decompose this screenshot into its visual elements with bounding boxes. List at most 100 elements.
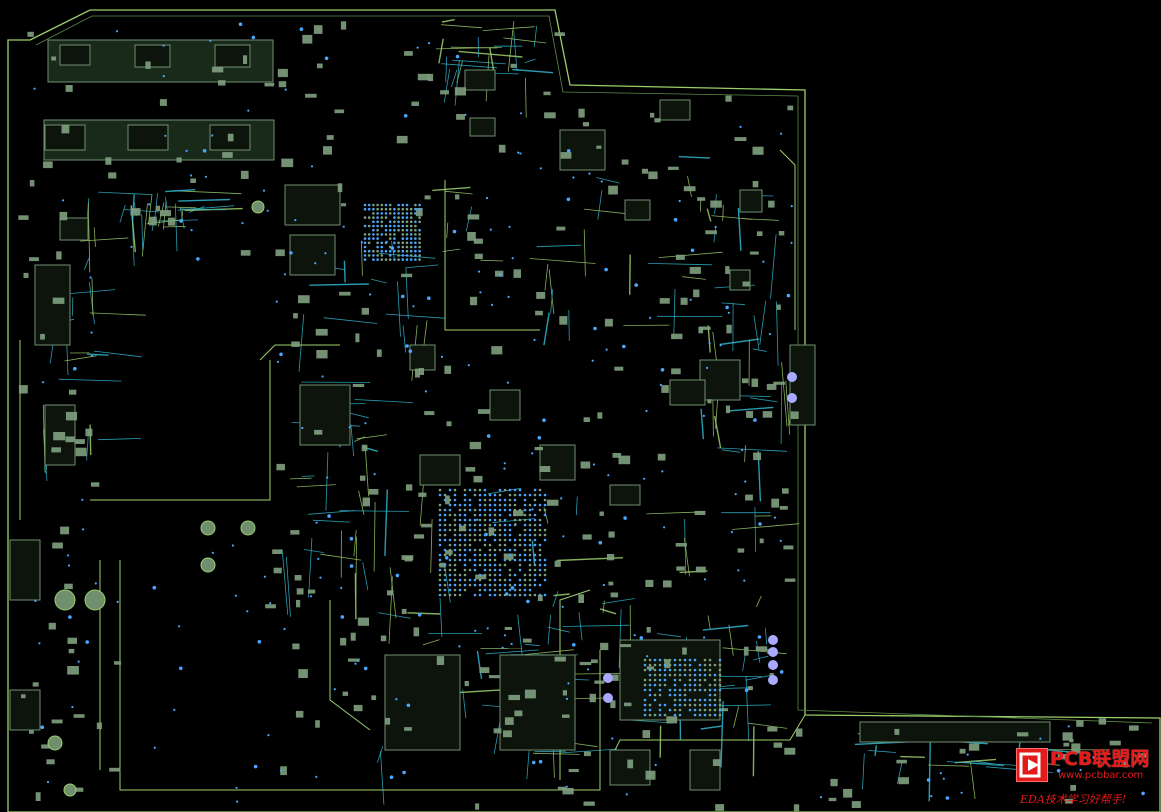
smd-pad <box>290 530 300 535</box>
bga-ball <box>718 663 722 667</box>
bga-ball <box>498 528 502 532</box>
smd-pad <box>281 158 294 168</box>
pcb-trace <box>350 424 355 457</box>
via <box>90 354 93 357</box>
smd-pad <box>579 661 592 666</box>
bga-ball <box>533 523 537 527</box>
bga-ball <box>380 233 384 236</box>
bga-ball <box>363 249 367 253</box>
pcb-trace <box>715 687 753 689</box>
via <box>572 176 575 179</box>
bga-ball <box>678 708 682 712</box>
via <box>67 564 71 567</box>
bga-ball <box>673 698 677 702</box>
bga-ball <box>401 249 405 253</box>
pcb-trace <box>525 77 527 118</box>
bga-ball <box>448 503 452 507</box>
bga-ball <box>678 713 682 717</box>
bga-ball <box>473 578 477 582</box>
via <box>768 332 772 336</box>
bga-ball <box>388 237 392 240</box>
bga-ball <box>438 513 442 517</box>
via <box>600 180 603 183</box>
pcb-trace <box>86 353 109 356</box>
pcb-trace <box>353 530 357 557</box>
bga-ball <box>523 528 527 532</box>
pcb-trace <box>946 761 1005 767</box>
bga-ball <box>448 573 452 577</box>
pcb-trace <box>174 203 178 252</box>
smd-pad <box>48 622 56 630</box>
pcb-trace <box>438 38 444 64</box>
pcb-trace <box>752 726 755 777</box>
smd-pad <box>752 181 759 188</box>
smd-pad <box>40 333 45 340</box>
bga-ball <box>458 538 462 542</box>
bga-ball <box>488 583 492 587</box>
bga-ball <box>698 668 702 672</box>
smd-pad <box>734 137 747 141</box>
bga-ball <box>643 678 647 682</box>
smd-pad <box>75 439 85 444</box>
bga-ball <box>688 703 692 707</box>
via <box>275 300 278 303</box>
pcb-trace <box>485 649 539 655</box>
bga-ball <box>643 713 647 717</box>
bga-ball <box>503 508 507 512</box>
smd-pad <box>72 787 84 792</box>
pcb-trace <box>531 540 536 566</box>
bga-ball <box>508 528 512 532</box>
via <box>284 88 287 91</box>
via <box>349 536 354 541</box>
smd-pad <box>715 804 725 811</box>
bga-ball <box>683 703 687 707</box>
bga-ball <box>380 224 384 228</box>
smd-pad <box>746 411 754 418</box>
via <box>115 30 119 33</box>
smd-pad <box>334 109 345 114</box>
bga-ball <box>478 523 482 527</box>
bga-ball <box>418 220 421 224</box>
pcb-trace <box>550 289 554 314</box>
smd-pad <box>341 203 347 207</box>
bga-ball <box>418 207 421 211</box>
bga-ball <box>543 593 547 597</box>
via <box>703 578 707 581</box>
bga-ball <box>668 693 672 697</box>
bga-ball <box>443 523 447 527</box>
bga-ball <box>363 258 367 261</box>
smd-pad <box>543 91 551 96</box>
bga-ball <box>483 538 487 542</box>
bga-ball <box>463 538 467 542</box>
bga-ball <box>513 498 517 502</box>
smd-pad <box>544 112 556 119</box>
pcb-trace <box>373 501 376 572</box>
bga-ball <box>538 488 542 492</box>
bga-ball <box>405 254 409 257</box>
bga-ball <box>384 212 388 215</box>
bga-ball <box>438 558 442 562</box>
bga-ball <box>683 683 687 687</box>
bga-ball <box>498 573 502 577</box>
pcb-trace <box>524 58 536 63</box>
smd-pad <box>85 428 93 437</box>
bga-ball <box>401 254 405 257</box>
bga-ball <box>384 207 388 211</box>
smd-pad <box>689 266 701 274</box>
pcb-trace <box>702 624 749 631</box>
via <box>385 240 388 243</box>
via <box>591 359 594 362</box>
smd-pad <box>582 122 589 127</box>
bga-ball <box>523 493 527 497</box>
bga-ball <box>372 258 375 261</box>
smd-pad <box>280 766 287 776</box>
watermark-url: www.pcbbar.com <box>1058 770 1144 781</box>
bga-ball <box>473 493 477 497</box>
smd-pad <box>439 562 446 568</box>
via <box>340 615 345 619</box>
bga-ball <box>409 224 413 228</box>
via <box>565 697 569 701</box>
smd-pad <box>413 534 425 539</box>
